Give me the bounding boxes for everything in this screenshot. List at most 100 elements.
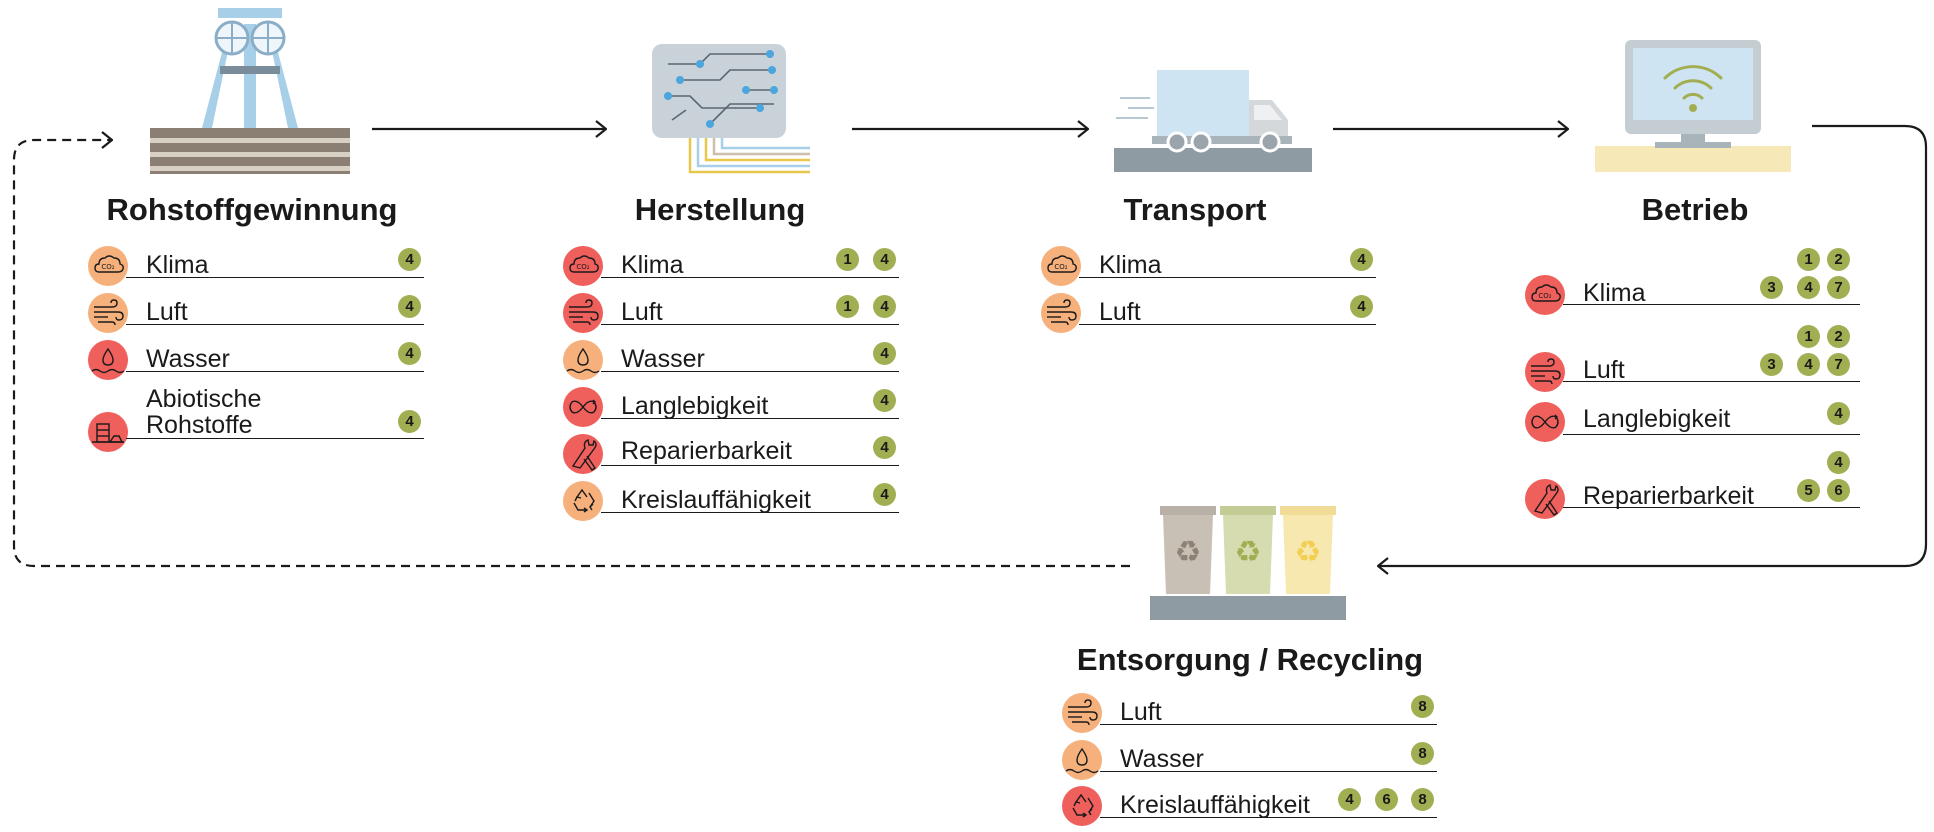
source-badge: 4 [873,248,896,271]
stage-title-entsorgung-recycling: Entsorgung / Recycling [1076,642,1424,677]
source-badge: 4 [1350,248,1373,271]
impact-row: Klima 4 [1041,246,1376,292]
impact-label: Kreislauffähigkeit [621,486,811,514]
source-badge: 4 [1827,451,1850,474]
impact-row: Luft 4 [88,293,424,339]
svg-text:♻: ♻ [1235,535,1262,570]
wind-icon [1062,693,1102,733]
source-badge: 4 [398,248,421,271]
impact-label: Luft [1583,356,1625,384]
source-badge: 5 [1797,479,1820,502]
recycle-icon [1062,786,1102,826]
impact-row: Wasser 4 [563,340,899,386]
svg-text:♻: ♻ [1175,535,1202,570]
source-badge: 4 [398,410,421,433]
stage-title-transport: Transport [1123,192,1267,227]
co2-cloud-icon [1041,246,1081,286]
stage-title-betrieb: Betrieb [1641,192,1749,227]
co2-cloud-icon [563,246,603,286]
computer-monitor-wifi-illustration [1595,40,1791,172]
wind-icon [88,293,128,333]
wrench-icon [563,434,603,474]
impact-label: Klima [621,251,684,279]
infinity-icon [563,387,603,427]
impact-row: Klima 1 4 [563,246,899,292]
impact-label-line2: Rohstoffe [146,411,253,439]
source-badge: 4 [1827,402,1850,425]
source-badge: 4 [873,483,896,506]
impact-row: Kreislauffähigkeit 4 6 8 [1062,786,1437,832]
wind-icon [1041,293,1081,333]
impact-row: Klima 4 [88,246,424,292]
stage-title-rohstoffgewinnung: Rohstoffgewinnung [106,192,398,227]
circuit-board-illustration [652,44,810,174]
impact-row: Reparierbarkeit 4 5 6 [1525,449,1860,519]
impact-label: Klima [1099,251,1162,279]
source-badge: 1 [1797,248,1820,271]
wind-icon [1525,352,1565,392]
co2-cloud-icon [1525,275,1565,315]
impact-row: Langlebigkeit 4 [563,387,899,433]
source-badge: 4 [873,436,896,459]
water-drop-icon [88,340,128,380]
source-badge: 7 [1827,276,1850,299]
source-badge: 6 [1375,788,1398,811]
source-badge: 4 [873,342,896,365]
impact-label: Reparierbarkeit [621,437,792,465]
impact-label: Luft [1120,698,1162,726]
source-badge: 7 [1827,353,1850,376]
impact-row: Wasser 8 [1062,740,1437,786]
impact-row: Reparierbarkeit 4 [563,434,899,480]
source-badge: 4 [1338,788,1361,811]
impact-row: Abiotische Rohstoffe 4 [88,386,424,456]
impact-label: Wasser [621,345,705,373]
impact-row: Luft 1 4 [563,293,899,339]
impact-row: Luft 8 [1062,693,1437,739]
impact-label: Luft [146,298,188,326]
impact-label: Langlebigkeit [621,392,769,420]
impact-row: Klima 1 2 3 4 7 [1525,246,1860,315]
source-badge: 2 [1827,248,1850,271]
impact-row: Langlebigkeit 4 [1525,400,1860,446]
impact-row: Wasser 4 [88,340,424,386]
impact-label: Luft [1099,298,1141,326]
source-badge: 4 [1797,353,1820,376]
water-drop-icon [563,340,603,380]
mine-headframe-illustration [150,8,350,174]
wind-icon [563,293,603,333]
impact-label: Klima [146,251,209,279]
source-badge: 2 [1827,325,1850,348]
impact-label: Kreislauffähigkeit [1120,791,1310,819]
source-badge: 3 [1760,276,1783,299]
impact-label: Wasser [1120,745,1204,773]
svg-text:♻: ♻ [1295,535,1322,570]
source-badge: 3 [1760,353,1783,376]
infinity-icon [1525,402,1565,442]
source-badge: 4 [873,295,896,318]
impact-label: Abiotische [146,385,262,413]
source-badge: 4 [1350,295,1373,318]
source-badge: 4 [398,295,421,318]
source-badge: 8 [1411,742,1434,765]
arrow-betrieb-to-entsorgung [1378,124,1928,566]
impact-label: Reparierbarkeit [1583,482,1754,510]
source-badge: 8 [1411,695,1434,718]
impact-label: Luft [621,298,663,326]
source-badge: 6 [1827,479,1850,502]
arrow-recycling-loop-dashed [12,140,1130,568]
source-badge: 4 [873,389,896,412]
source-badge: 4 [1797,276,1820,299]
delivery-truck-illustration [1114,70,1312,172]
source-badge: 1 [836,248,859,271]
co2-cloud-icon [88,246,128,286]
source-badge: 4 [398,342,421,365]
water-drop-icon [1062,740,1102,780]
impact-row: Luft 4 [1041,293,1376,339]
impact-label: Klima [1583,279,1646,307]
impact-label: Wasser [146,345,230,373]
recycling-bins-illustration: ♻ ♻ ♻ [1150,506,1346,620]
impact-row: Kreislauffähigkeit 4 [563,481,899,527]
impact-row: Luft 1 2 3 4 7 [1525,323,1860,392]
impact-label: Langlebigkeit [1583,405,1731,433]
